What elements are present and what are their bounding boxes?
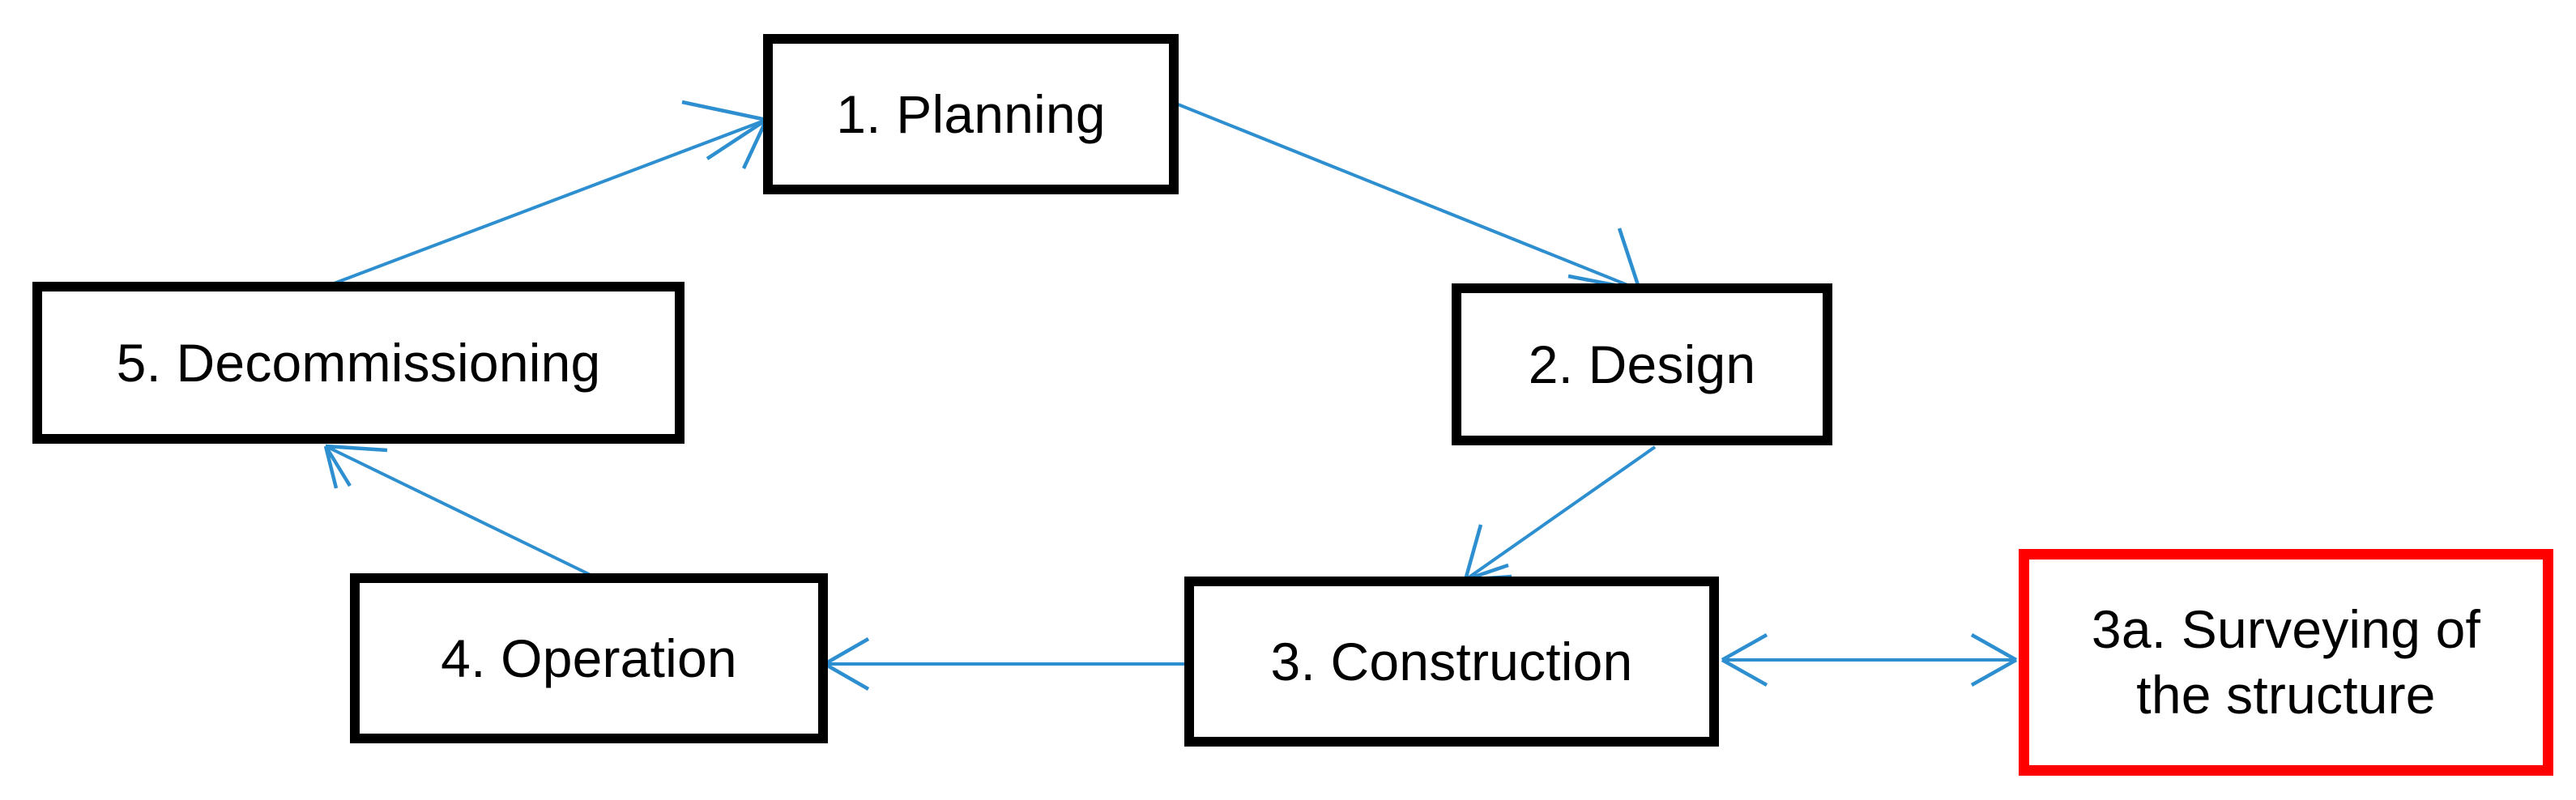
- node-surveying-label: 3a. Surveying of the structure: [2091, 599, 2481, 725]
- node-planning-label: 1. Planning: [836, 83, 1106, 144]
- node-planning[interactable]: 1. Planning: [763, 34, 1179, 194]
- arrow-decommissioning-to-planning: [329, 100, 769, 287]
- node-decommissioning-label: 5. Decommissioning: [116, 332, 601, 393]
- arrow-construction-surveying: [1721, 633, 2018, 687]
- node-design-label: 2. Design: [1528, 334, 1756, 394]
- arrow-design-to-construction: [1463, 445, 1657, 582]
- node-surveying[interactable]: 3a. Surveying of the structure: [2019, 549, 2553, 776]
- arrow-operation-to-decommissioning: [323, 444, 595, 578]
- arrow-planning-to-design: [1171, 100, 1642, 301]
- node-construction-label: 3. Construction: [1270, 631, 1633, 691]
- node-decommissioning[interactable]: 5. Decommissioning: [32, 282, 685, 444]
- node-operation-label: 4. Operation: [441, 628, 737, 688]
- node-operation[interactable]: 4. Operation: [350, 573, 828, 743]
- node-design[interactable]: 2. Design: [1452, 283, 1832, 445]
- node-construction[interactable]: 3. Construction: [1184, 577, 1719, 747]
